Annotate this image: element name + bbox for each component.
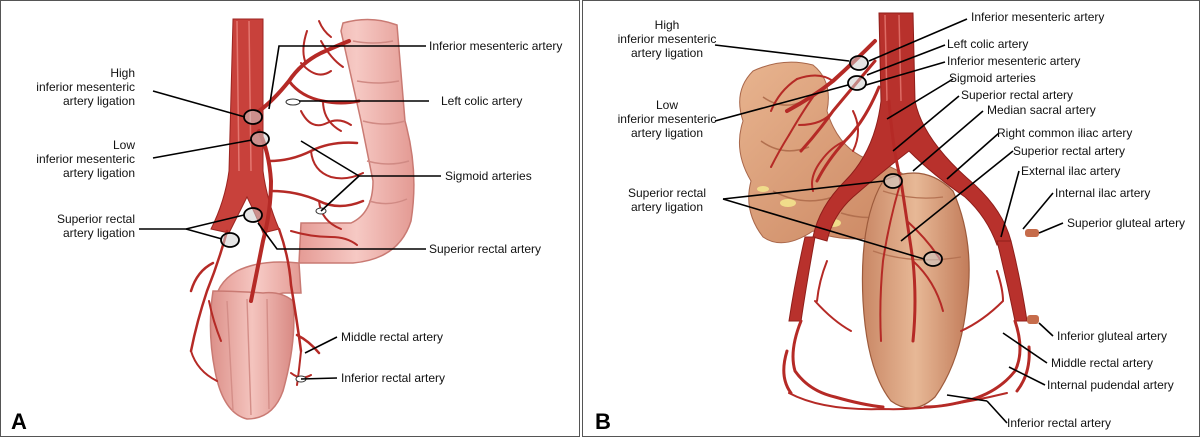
descending-colon [298, 18, 415, 264]
label-sigmoid-arteries: Sigmoid arteries [445, 169, 532, 183]
panel-b: Inferior mesenteric artery Left colic ar… [582, 0, 1200, 437]
label-b-inferior-rectal-artery: Inferior rectal artery [1007, 416, 1111, 430]
label-b-middle-rectal-artery: Middle rectal artery [1051, 356, 1153, 370]
rectum-b-contours [872, 190, 962, 261]
superior-rectal-ring-b-upper [883, 173, 903, 189]
label-b-low-ligation-2: inferior mesenteric [618, 112, 717, 126]
panel-a-letter: A [11, 409, 27, 434]
label-left-colic-artery: Left colic artery [441, 94, 522, 108]
label-b-internal-ilac-artery: Internal ilac artery [1055, 186, 1150, 200]
low-ligation-ring [250, 131, 270, 147]
label-b-sigmoid-arteries: Sigmoid arteries [949, 71, 1036, 85]
label-high-ligation-3: artery ligation [63, 94, 135, 108]
left-colic-marker [285, 98, 301, 106]
panel-b-illustration: Inferior mesenteric artery Left colic ar… [595, 10, 1185, 434]
label-b-left-colic-artery: Left colic artery [947, 37, 1028, 51]
label-b-high-ligation-1: High [655, 18, 680, 32]
label-high-ligation-2: inferior mesenteric [36, 80, 135, 94]
label-b-high-ligation-3: artery ligation [631, 46, 703, 60]
label-inferior-rectal-artery: Inferior rectal artery [341, 371, 445, 385]
label-b-high-ligation-2: inferior mesenteric [618, 32, 717, 46]
label-b-low-ligation-1: Low [656, 98, 678, 112]
panel-a: Inferior mesenteric artery Left colic ar… [0, 0, 580, 437]
label-low-ligation-2: inferior mesenteric [36, 152, 135, 166]
label-b-inferior-gluteal-artery: Inferior gluteal artery [1057, 329, 1167, 343]
inferior-gluteal-stump [1027, 315, 1039, 324]
label-middle-rectal-artery: Middle rectal artery [341, 330, 443, 344]
label-superior-rectal-ligation-1: Superior rectal [57, 212, 135, 226]
internal-iliac-left [788, 236, 816, 322]
label-b-superior-rectal-ligation-2: artery ligation [631, 200, 703, 214]
label-b-superior-rectal-artery-top: Superior rectal artery [961, 88, 1073, 102]
superior-rectal-ring-b-lower [923, 251, 943, 267]
label-b-inferior-mesenteric-artery-top: Inferior mesenteric artery [971, 10, 1104, 24]
low-ligation-ring-b [847, 75, 867, 91]
rectum-folds [226, 298, 270, 416]
label-b-inferior-mesenteric-artery: Inferior mesenteric artery [947, 54, 1080, 68]
label-b-right-common-iliac-artery: Right common iliac artery [997, 126, 1132, 140]
superior-rectal-ring-upper [243, 207, 263, 223]
fat-deposit-3 [757, 186, 769, 192]
leader-lines-a [139, 45, 441, 380]
label-high-ligation-1: High [110, 66, 135, 80]
panel-b-letter: B [595, 409, 611, 434]
fat-deposit-1 [780, 199, 796, 207]
rectum [209, 290, 295, 420]
arterial-branches-b [770, 39, 1031, 411]
panel-a-illustration: Inferior mesenteric artery Left colic ar… [11, 18, 562, 434]
label-b-median-sacral-artery: Median sacral artery [987, 103, 1096, 117]
bowel-folds [760, 96, 902, 219]
superior-rectal-ring-lower [220, 232, 240, 248]
label-inferior-mesenteric-artery: Inferior mesenteric artery [429, 39, 562, 53]
internal-iliac-right [996, 240, 1028, 322]
superior-gluteal-stump [1025, 229, 1039, 237]
leader-lines-b [714, 18, 1064, 424]
label-superior-rectal-ligation-2: artery ligation [63, 226, 135, 240]
aorta-highlight [236, 20, 252, 172]
label-b-superior-rectal-ligation-1: Superior rectal [628, 186, 706, 200]
high-ligation-ring-b [849, 55, 869, 71]
label-b-superior-rectal-artery: Superior rectal artery [1013, 144, 1125, 158]
label-b-low-ligation-3: artery ligation [631, 126, 703, 140]
high-ligation-ring [243, 109, 263, 125]
aorta-b [812, 12, 1012, 246]
label-b-superior-gluteal-artery: Superior gluteal artery [1067, 216, 1185, 230]
label-low-ligation-3: artery ligation [63, 166, 135, 180]
label-low-ligation-1: Low [113, 138, 135, 152]
label-superior-rectal-artery: Superior rectal artery [429, 242, 541, 256]
label-b-external-ilac-artery: External ilac artery [1021, 164, 1120, 178]
aorta-b-highlight [884, 14, 902, 102]
label-b-internal-pudendal-artery: Internal pudendal artery [1047, 378, 1174, 392]
haustra-lines [352, 40, 410, 205]
